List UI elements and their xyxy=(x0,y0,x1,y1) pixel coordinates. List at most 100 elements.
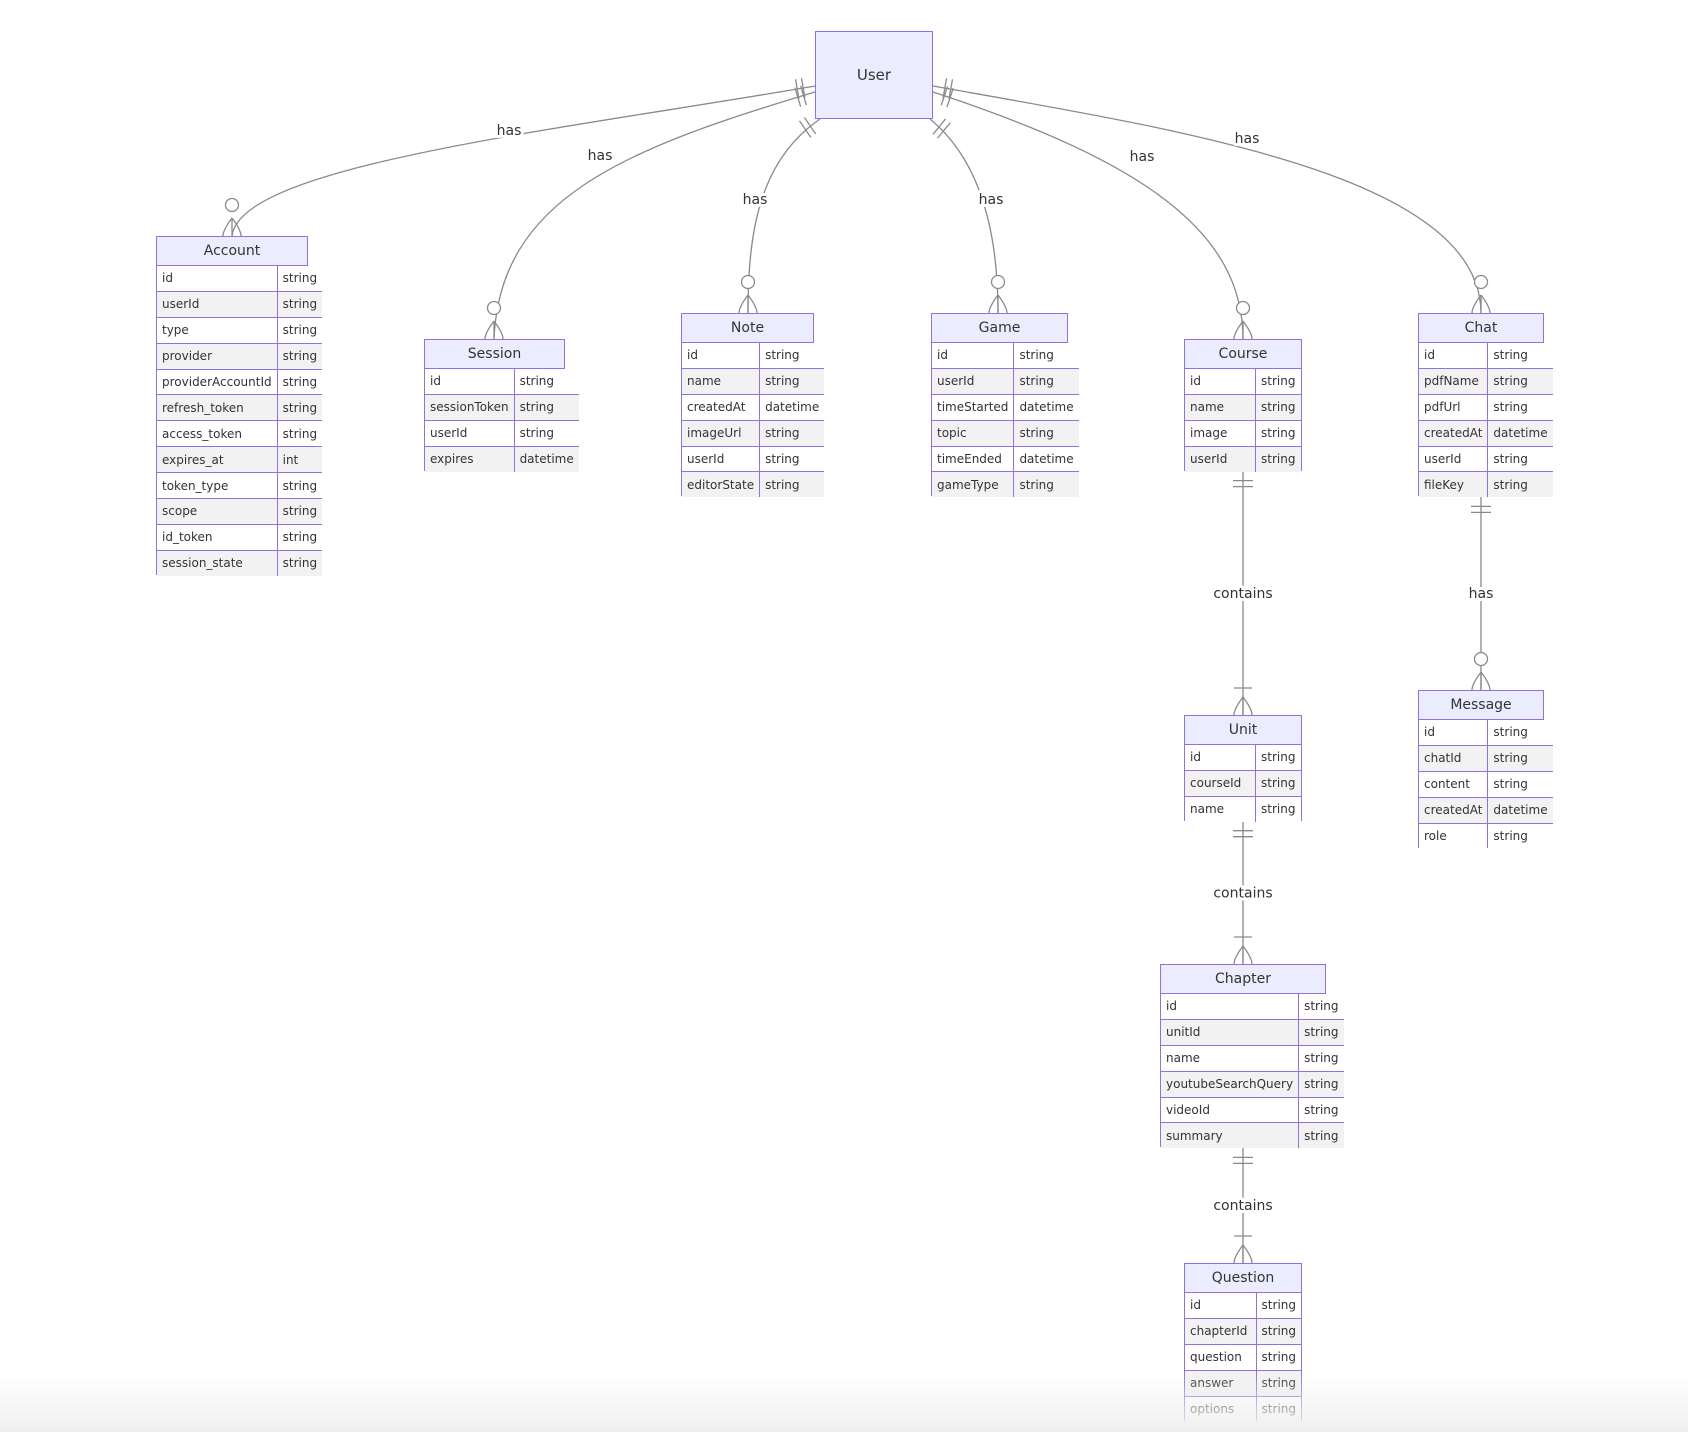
attribute-name: provider xyxy=(157,342,278,370)
attribute-type: string xyxy=(276,290,323,318)
relationship-user-game[interactable]: has xyxy=(929,118,1008,314)
entity-user[interactable]: User xyxy=(815,31,933,119)
entity-unit-title: Unit xyxy=(1185,716,1301,745)
attribute-name: expires xyxy=(425,445,515,472)
relationship-label: has xyxy=(1130,149,1155,165)
relationship-user-session[interactable]: has xyxy=(484,85,816,340)
attribute-name: chapterId xyxy=(1185,1317,1257,1345)
attribute-name: name xyxy=(1161,1044,1299,1072)
attribute-name: timeEnded xyxy=(932,445,1014,472)
attribute-type: string xyxy=(1298,1018,1344,1046)
attribute-type: string xyxy=(276,472,323,499)
attribute-type: string xyxy=(1013,367,1079,395)
attribute-name: createdAt xyxy=(1419,419,1488,447)
attribute-name: expires_at xyxy=(157,446,278,473)
attribute-type: datetime xyxy=(1487,419,1553,447)
relationship-unit-chapter[interactable]: contains xyxy=(1210,820,1276,965)
relationship-label: contains xyxy=(1213,1198,1272,1214)
attribute-type: string xyxy=(513,419,579,447)
attribute-type: string xyxy=(1255,1317,1301,1345)
attribute-type: string xyxy=(1013,343,1079,369)
attribute-type: string xyxy=(276,523,323,551)
attribute-name: gameType xyxy=(932,471,1014,498)
relationship-user-course[interactable]: has xyxy=(932,86,1253,340)
attribute-type: string xyxy=(1255,769,1301,797)
relationship-label: has xyxy=(1469,586,1494,602)
attribute-name: id xyxy=(1161,994,1299,1020)
entity-account-title: Account xyxy=(157,237,307,266)
attribute-name: userId xyxy=(1419,445,1488,472)
attribute-name: sessionToken xyxy=(425,393,515,421)
attribute-type: string xyxy=(276,549,323,576)
relationship-chat-message[interactable]: has xyxy=(1466,496,1496,691)
relationship-user-note[interactable]: has xyxy=(738,117,821,314)
relationship-user-account[interactable]: has xyxy=(222,78,816,237)
attribute-name: image xyxy=(1185,419,1256,447)
attribute-type: string xyxy=(1255,1343,1301,1371)
attribute-type: string xyxy=(1487,367,1553,395)
attribute-name: name xyxy=(682,367,760,395)
relationship-label: has xyxy=(743,192,768,208)
attribute-name: name xyxy=(1185,393,1256,421)
relationship-label: contains xyxy=(1213,586,1272,602)
relationship-line xyxy=(929,118,999,314)
attribute-name: unitId xyxy=(1161,1018,1299,1046)
attribute-type: string xyxy=(1487,720,1553,746)
attribute-type: string xyxy=(276,368,323,395)
relationship-label: has xyxy=(1235,131,1260,147)
attribute-name: pdfUrl xyxy=(1419,393,1488,421)
attribute-type: string xyxy=(276,316,323,344)
relationship-course-unit[interactable]: contains xyxy=(1210,470,1276,716)
attribute-type: string xyxy=(1255,445,1301,472)
attribute-name: pdfName xyxy=(1419,367,1488,395)
entity-note-title: Note xyxy=(682,314,813,343)
attribute-name: content xyxy=(1419,770,1488,798)
relationship-user-chat[interactable]: has xyxy=(932,78,1491,314)
entity-chapter-title: Chapter xyxy=(1161,965,1325,994)
attribute-name: summary xyxy=(1161,1122,1299,1149)
attribute-type: string xyxy=(1298,1122,1344,1149)
entity-game-title: Game xyxy=(932,314,1067,343)
relationship-chapter-question[interactable]: contains xyxy=(1210,1147,1276,1264)
attribute-type: string xyxy=(1013,419,1079,447)
attribute-name: createdAt xyxy=(1419,796,1488,824)
